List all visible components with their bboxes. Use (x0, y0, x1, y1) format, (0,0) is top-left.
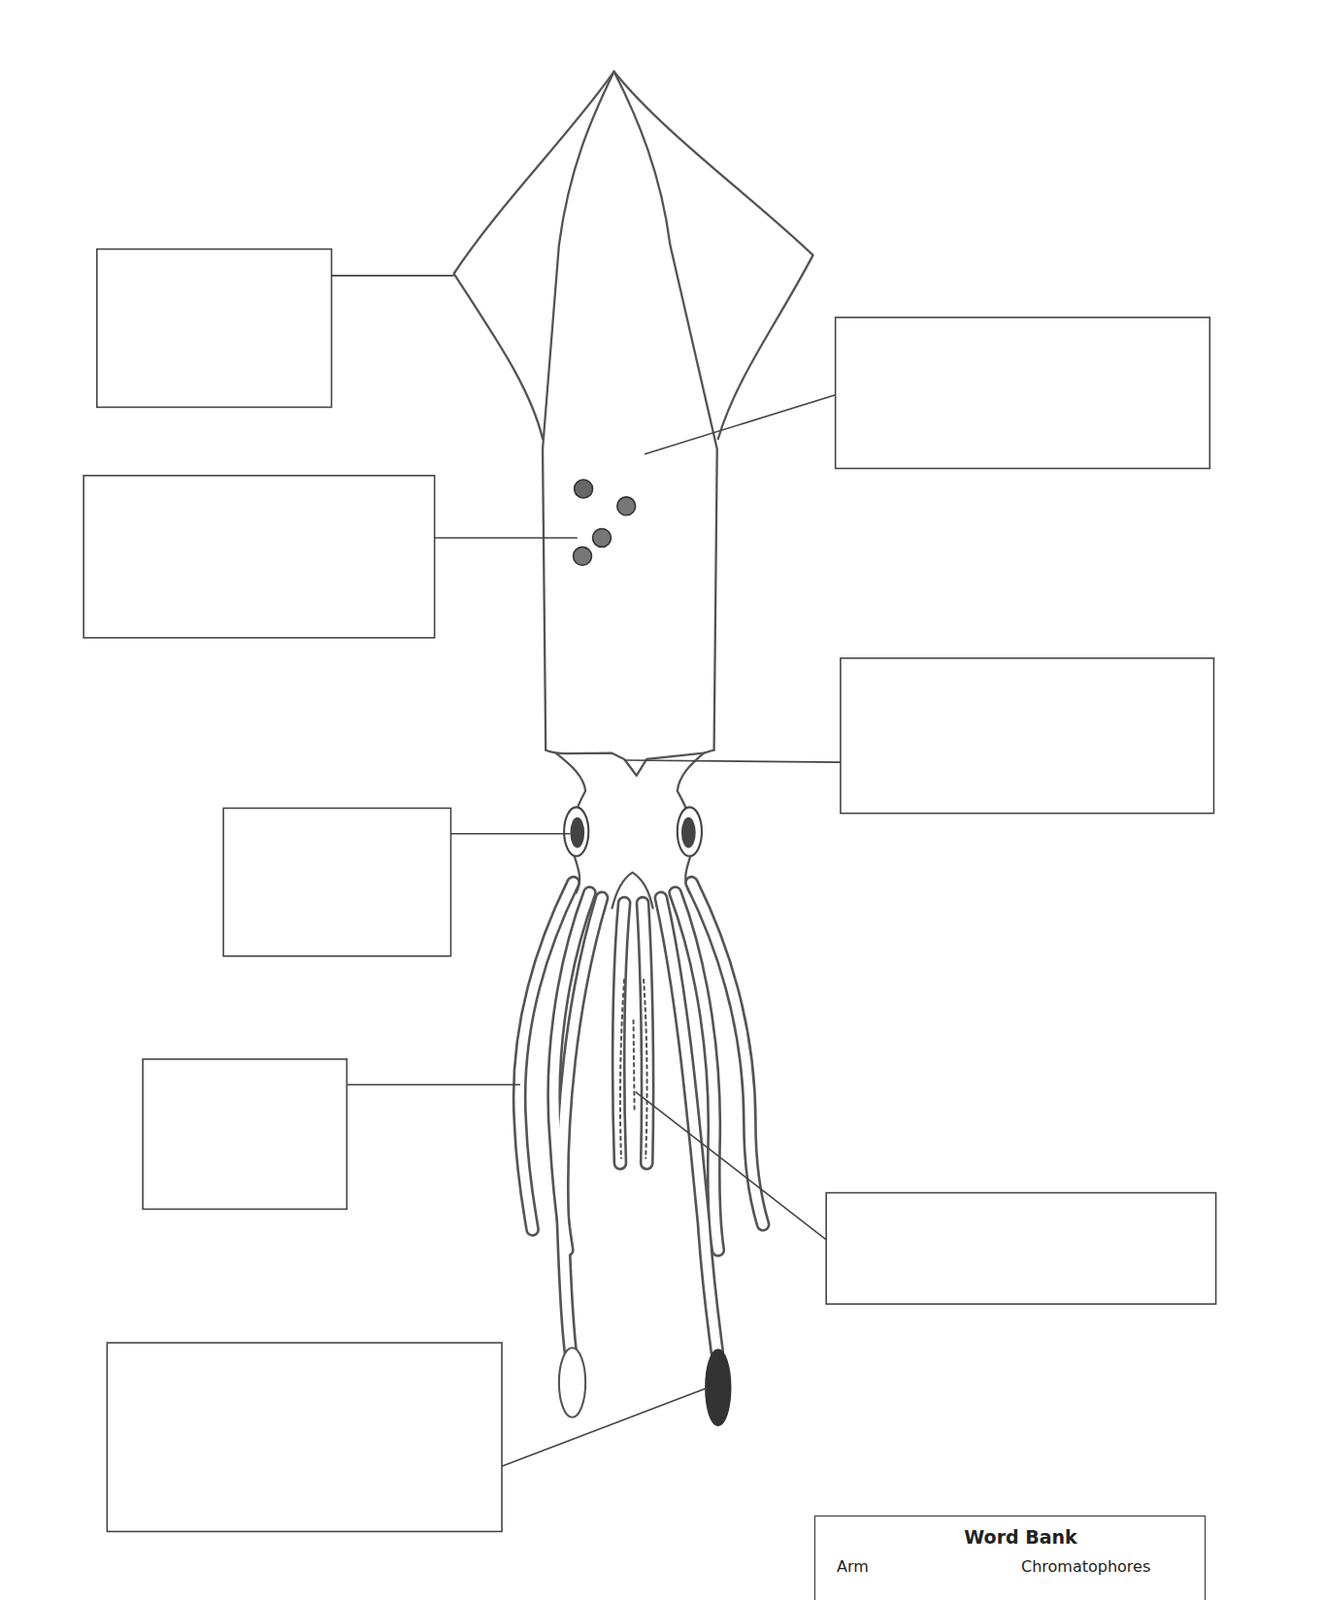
chromatophore-dot (617, 496, 636, 516)
sucker-row (633, 1020, 635, 1113)
leader-line (644, 395, 836, 455)
arms (519, 882, 763, 1358)
arm (642, 902, 648, 1163)
eye (677, 806, 702, 856)
chromatophore-dot (573, 546, 593, 565)
word-bank-heading: Word Bank (825, 1525, 1217, 1548)
eye-pupil (681, 817, 696, 849)
eye-pupil (569, 817, 585, 849)
sucker-row (643, 979, 647, 1159)
arm-fills (519, 882, 763, 1358)
squid-body (454, 71, 814, 909)
word-bank-box: Word BankArmChromatophores (814, 1515, 1206, 1600)
arm (618, 902, 625, 1163)
chromatophore-dot (593, 528, 612, 547)
word-bank-term: Arm (836, 1556, 993, 1576)
chromatophore-dots (573, 479, 636, 565)
right-fin (614, 71, 814, 439)
eye (563, 806, 589, 856)
mantle-collar (545, 750, 714, 776)
leader-line (346, 1083, 521, 1086)
tentacle (661, 897, 718, 1353)
tentacle (562, 897, 602, 1358)
suckers (620, 979, 648, 1159)
leader-line (450, 832, 570, 835)
sucker-row (620, 979, 625, 1159)
leader-lines (331, 275, 841, 1466)
leader-line (625, 760, 841, 762)
tentacle-club (559, 1347, 586, 1417)
leader-line (635, 1092, 828, 1240)
blank-label-box (840, 658, 1215, 814)
arm (618, 902, 625, 1163)
leader-line (434, 536, 578, 539)
blank-label-box (83, 475, 434, 638)
head-outline (677, 753, 704, 894)
eyes (563, 806, 702, 856)
blank-label-box (106, 1342, 502, 1531)
blank-label-box (223, 807, 451, 956)
blank-label-box (835, 317, 1211, 469)
leader-line (501, 1387, 708, 1466)
tentacle-club (705, 1349, 730, 1425)
chromatophore-dot (574, 479, 594, 498)
mantle-edge (542, 71, 615, 751)
blank-label-box (97, 249, 332, 408)
tentacle (661, 897, 718, 1353)
arm (642, 902, 648, 1163)
arm-outlines (519, 882, 763, 1358)
word-bank-term: Chromatophores (1021, 1556, 1206, 1576)
mantle-edge (614, 71, 718, 751)
blank-label-boxes (83, 249, 1216, 1532)
blank-label-box (826, 1192, 1216, 1305)
leader-line (331, 274, 455, 277)
blank-label-box (142, 1059, 347, 1209)
